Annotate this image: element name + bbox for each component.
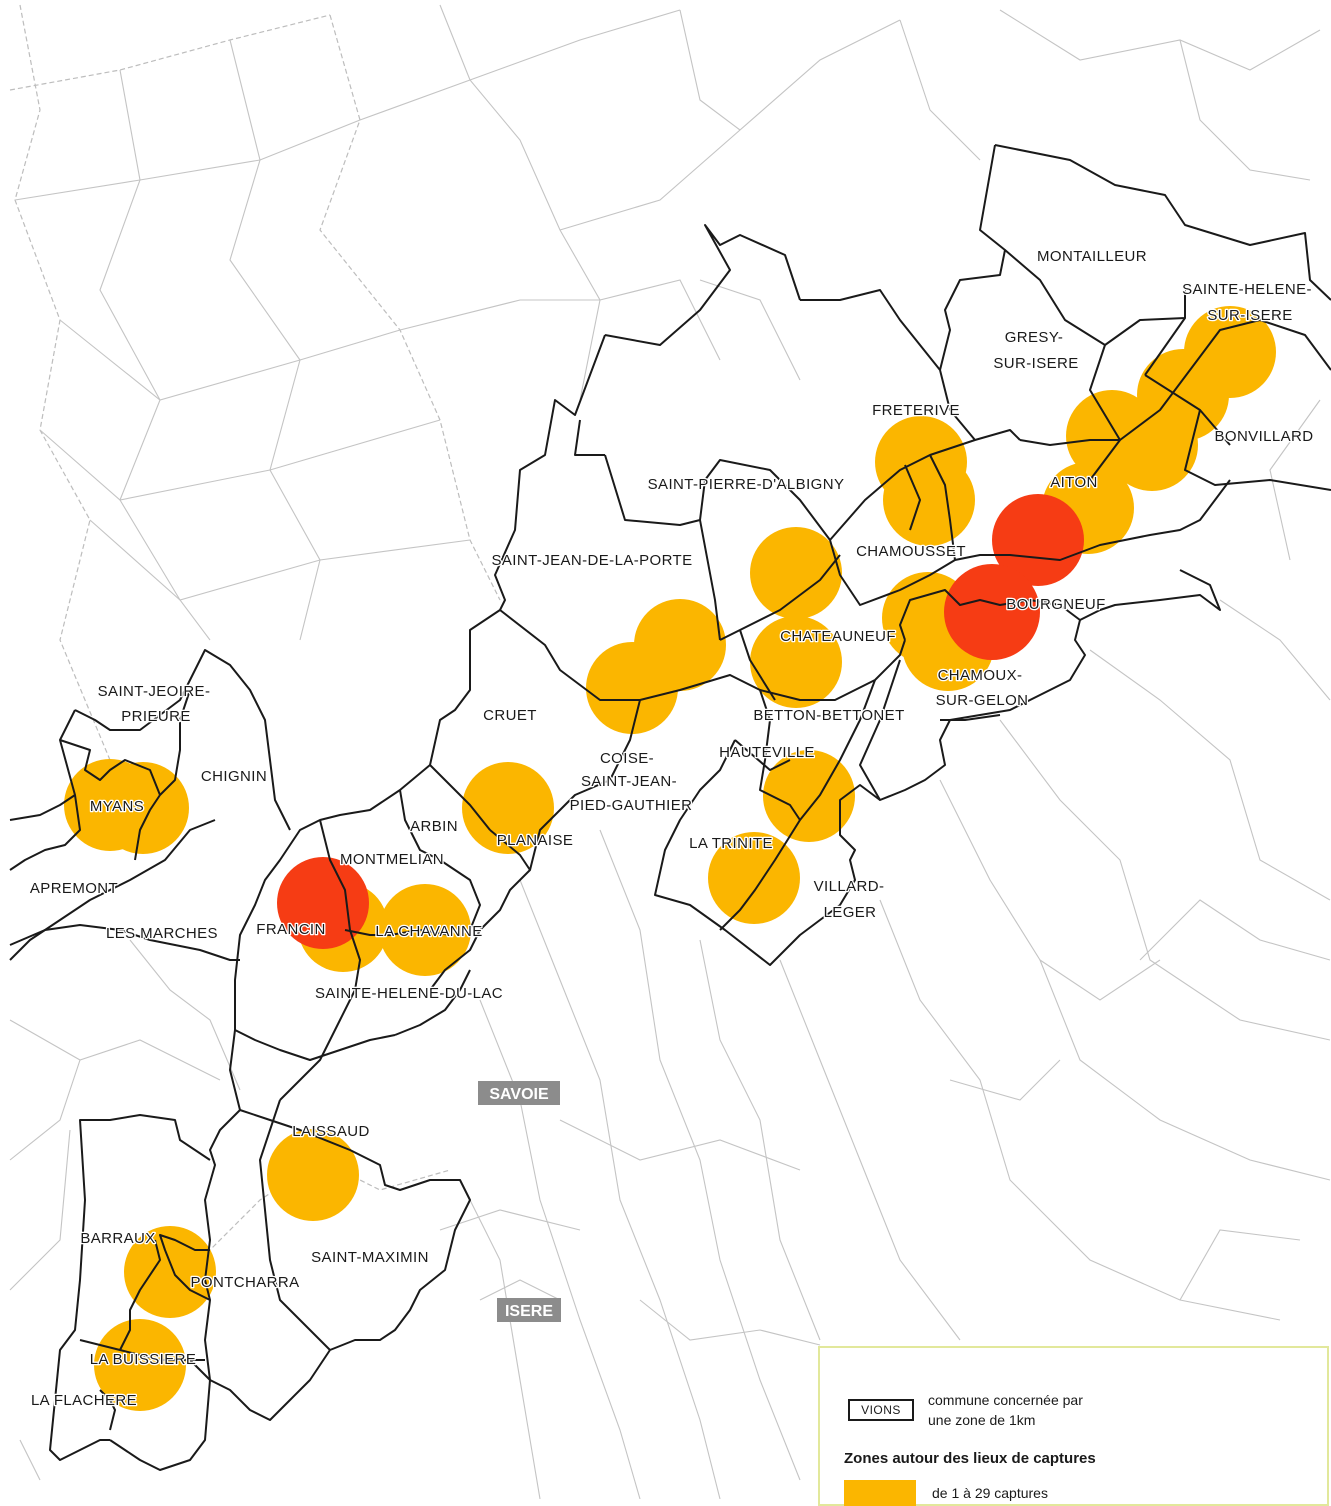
department-label-isere: ISERE: [497, 1298, 561, 1322]
label-chamoux-line1: CHAMOUX-: [938, 667, 1023, 684]
department-label-savoie: SAVOIE: [478, 1081, 560, 1105]
label-chamoux-line2: SUR-GELON: [936, 692, 1029, 709]
label-cruet: CRUET: [483, 707, 537, 724]
legend-zone-low-row: de 1 à 29 captures: [844, 1480, 1048, 1506]
map-legend: VIONS commune concernée par une zone de …: [818, 1346, 1329, 1506]
label-francin: FRANCIN: [256, 921, 325, 938]
legend-commune-text-line2: une zone de 1km: [928, 1412, 1036, 1428]
legend-zone-low-swatch: [844, 1480, 916, 1506]
zone-high: [944, 564, 1040, 660]
label-la-flachere: LA FLACHERE: [31, 1392, 137, 1409]
label-saint-pierre-d-albigny: SAINT-PIERRE-D'ALBIGNY: [648, 476, 845, 493]
zone-high: [277, 857, 369, 949]
zone-low: [462, 762, 554, 854]
zone-low: [267, 1129, 359, 1221]
label-barraux: BARRAUX: [80, 1230, 155, 1247]
label-myans: MYANS: [90, 798, 144, 815]
label-coise-line1: COISE-: [600, 750, 654, 767]
label-betton-bettonet: BETTON-BETTONET: [753, 707, 904, 724]
label-villard-leger-line2: LEGER: [824, 904, 877, 921]
label-saint-jeoire-line1: SAINT-JEOIRE-: [98, 683, 211, 700]
concerned-commune-borders: [9, 144, 1331, 1471]
zone-low: [97, 762, 189, 854]
label-saint-maximin: SAINT-MAXIMIN: [311, 1249, 429, 1266]
label-coise-line3: PIED-GAUTHIER: [570, 797, 693, 814]
label-coise-line2: SAINT-JEAN-: [581, 773, 677, 790]
label-laissaud: LAISSAUD: [292, 1123, 369, 1140]
legend-commune-text: commune concernée par une zone de 1km: [928, 1390, 1083, 1430]
label-saint-jean-de-la-porte: SAINT-JEAN-DE-LA-PORTE: [491, 552, 692, 569]
zone-low: [883, 454, 975, 546]
label-apremont: APREMONT: [30, 880, 118, 897]
zone-low: [634, 599, 726, 691]
department-savoie: SAVOIE: [489, 1086, 549, 1103]
label-les-marches: LES MARCHES: [106, 925, 218, 942]
label-bourgneuf: BOURGNEUF: [1006, 596, 1105, 613]
zone-low: [750, 616, 842, 708]
label-sainte-helene-sur-isere-line2: SUR-ISERE: [1207, 307, 1292, 324]
label-pontcharra: PONTCHARRA: [190, 1274, 299, 1291]
zone-low: [94, 1319, 186, 1411]
zone-low: [1184, 306, 1276, 398]
label-gresy-line2: SUR-ISERE: [993, 355, 1078, 372]
label-arbin: ARBIN: [410, 818, 458, 835]
label-la-chavanne: LA CHAVANNE: [375, 923, 482, 940]
label-sainte-helene-sur-isere-line1: SAINTE-HELENE-: [1182, 281, 1312, 298]
label-chamousset: CHAMOUSSET: [856, 543, 966, 560]
zone-low: [750, 527, 842, 619]
label-montmelian: MONTMELIAN: [340, 851, 444, 868]
zone-low: [763, 750, 855, 842]
legend-commune-row: VIONS commune concernée par une zone de …: [848, 1390, 1083, 1430]
label-freterive: FRETERIVE: [872, 402, 960, 419]
label-villard-leger-line1: VILLARD-: [814, 878, 885, 895]
legend-commune-swatch: VIONS: [848, 1399, 914, 1421]
label-la-buissiere: LA BUISSIERE: [90, 1351, 197, 1368]
label-hauteville: HAUTEVILLE: [719, 744, 815, 761]
legend-zone-low-label: de 1 à 29 captures: [932, 1485, 1048, 1501]
legend-commune-text-line1: commune concernée par: [928, 1392, 1083, 1408]
label-aiton: AITON: [1050, 474, 1098, 491]
capture-zones: [64, 306, 1276, 1411]
commune-labels: MONTAILLEUR SAINTE-HELENE- SUR-ISERE GRE…: [29, 247, 1315, 1411]
label-bonvillard: BONVILLARD: [1214, 428, 1313, 445]
label-gresy-line1: GRESY-: [1005, 329, 1064, 346]
legend-zones-title: Zones autour des lieux de captures: [844, 1450, 1096, 1467]
label-sainte-helene-du-lac: SAINTE-HELENE-DU-LAC: [315, 985, 503, 1002]
label-montailleur: MONTAILLEUR: [1037, 248, 1147, 265]
label-chignin: CHIGNIN: [201, 768, 267, 785]
zone-high: [992, 494, 1084, 586]
label-la-trinite: LA TRINITE: [689, 835, 773, 852]
label-planaise: PLANAISE: [497, 832, 574, 849]
department-isere: ISERE: [505, 1303, 553, 1320]
background-commune-borders: [9, 4, 1331, 1499]
label-chateauneuf: CHATEAUNEUF: [780, 628, 896, 645]
label-saint-jeoire-line2: PRIEURE: [121, 708, 190, 725]
